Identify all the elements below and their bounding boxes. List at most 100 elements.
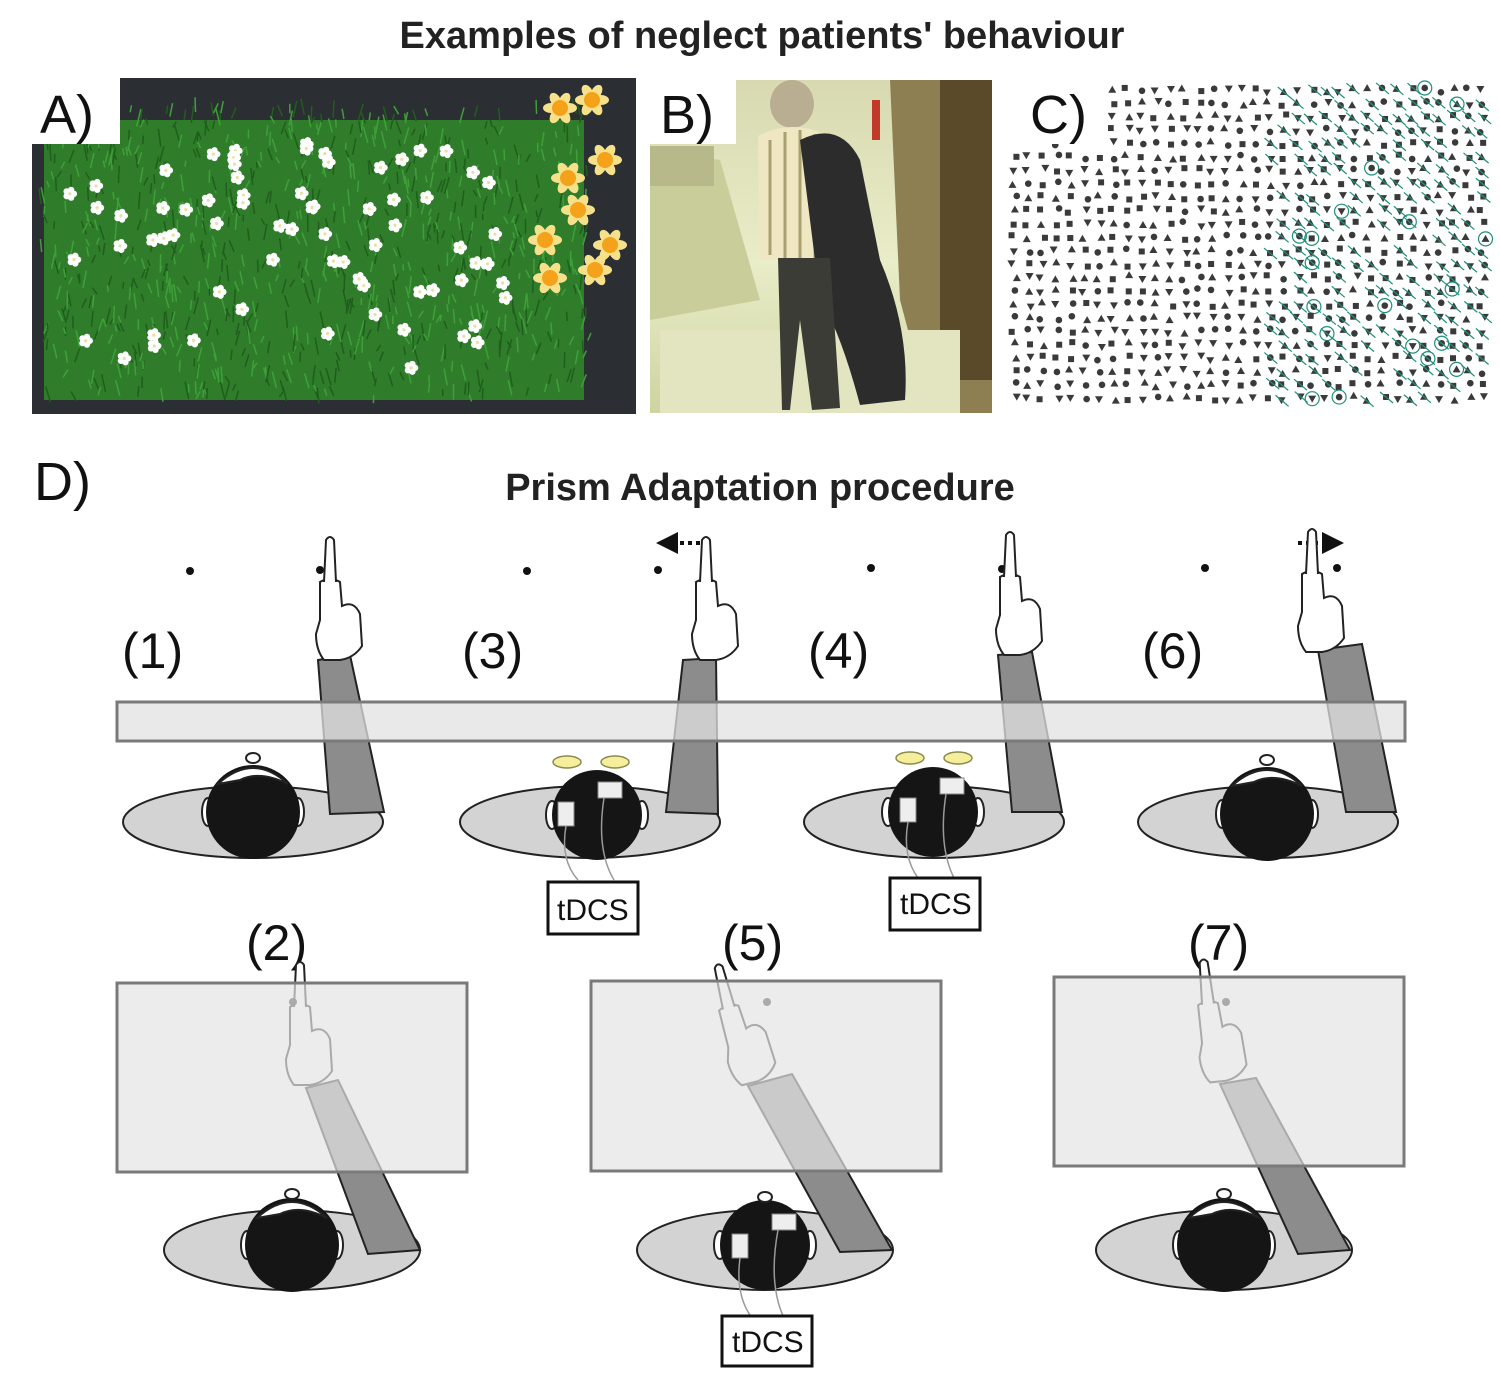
daisy-icon [166,228,181,243]
arrow-right-icon [1298,532,1344,554]
daisy-icon [236,195,251,210]
arm-3 [664,536,739,816]
daisy-icon [63,186,78,201]
head-4 [881,751,985,879]
daffodil-icon [578,254,612,286]
daisy-icon [305,200,320,215]
panel-a: A) [32,78,636,414]
target-dot-5 [763,998,771,1006]
daisy-icon [285,222,299,237]
daisy-icon [228,157,242,172]
daisy-icon [368,307,383,322]
daisy-icon [395,152,409,167]
step-label-5: (5) [722,915,783,971]
step-label-3: (3) [462,623,523,679]
daisy-icon [273,218,287,233]
panel-a-label: A) [40,85,94,145]
panel-b-trousers [778,258,840,410]
panel-b-head [770,80,814,128]
daisy-icon [466,165,481,180]
daisy-icon [147,328,161,343]
daffodil-icon [575,84,609,116]
prism-shelf [115,700,1407,743]
panel-b-noticeboard [650,146,714,186]
panel-c-label: C) [1030,85,1087,145]
daisy-icon [230,170,245,185]
daisy-icon [187,333,201,348]
daisy-icon [67,252,82,267]
tdcs-label: tDCS [732,1326,804,1359]
row1-targets [186,564,1341,575]
daisy-icon [299,141,314,156]
daisy-icon [322,155,336,170]
daisy-icon [498,290,513,305]
daisy-icon [413,143,428,158]
daisy-icon [482,175,496,190]
daisy-icon [496,275,510,291]
electrode-icon [557,801,575,827]
daisy-icon [113,238,128,253]
daisy-icon [470,335,485,350]
daisy-icon [156,201,170,216]
daisy-icon [117,351,132,366]
daisy-icon [413,284,428,299]
daisy-icon [468,319,483,334]
panel-a-label-box [32,78,120,144]
daisy-icon [206,147,221,162]
daisy-icon [210,216,224,231]
daffodil-icon [561,194,595,226]
daisy-icon [388,218,403,233]
arrow-left-icon [656,532,706,554]
daisy-icon [90,200,105,215]
panel-b: B) [650,80,992,413]
daffodil-icon [533,262,567,294]
target-dot-2 [289,998,297,1006]
daisy-icon [352,272,367,287]
daffodil-icon [543,92,577,124]
tdcs-box-5: tDCS [720,1314,814,1368]
electrode-icon [899,797,917,823]
panel-b-extinguisher [872,100,880,140]
panel-c-targets [1007,80,1494,408]
daisy-icon [362,201,377,216]
daisy-icon [439,144,454,159]
head-3 [545,755,649,881]
panel-a-daffodils [528,84,627,294]
daffodil-icon [551,162,585,194]
panel-a-grass [44,120,584,400]
procedure-title: Prism Adaptation procedure [505,467,1015,509]
panel-d-label: D) [34,452,91,512]
panel-c-label-box [1008,80,1108,144]
daisy-icon [397,322,412,337]
occluding-screen-2 [115,981,469,1174]
panel-a-grass-blades [38,97,592,404]
daisy-icon [114,208,129,223]
occluding-screen-5 [589,979,943,1173]
daisy-icon [374,160,388,175]
daisy-icon [79,333,93,348]
prism-goggles-icon [895,751,925,765]
daisy-icon [147,339,162,354]
figure-title: Examples of neglect patients' behaviour [400,15,1125,57]
tdcs-label: tDCS [557,894,629,927]
daisy-icon [179,202,194,217]
daisy-icon [426,283,440,298]
daisy-icon [488,227,503,242]
step-label-6: (6) [1142,623,1203,679]
tdcs-label: tDCS [900,888,972,921]
arm-4 [995,531,1064,813]
head-5 [713,1191,817,1319]
panel-b-label-box [650,80,736,144]
head-1 [201,752,305,859]
step-label-7: (7) [1188,915,1249,971]
daisy-icon [327,254,341,269]
daisy-icon [201,193,216,208]
panel-b-left-wall [650,150,760,320]
daisy-icon [387,192,401,207]
head-2 [240,1188,344,1292]
electrode-icon [731,1233,749,1259]
panel-a-daisies [63,137,513,375]
daisy-icon [420,190,434,205]
head-6 [1215,754,1319,861]
